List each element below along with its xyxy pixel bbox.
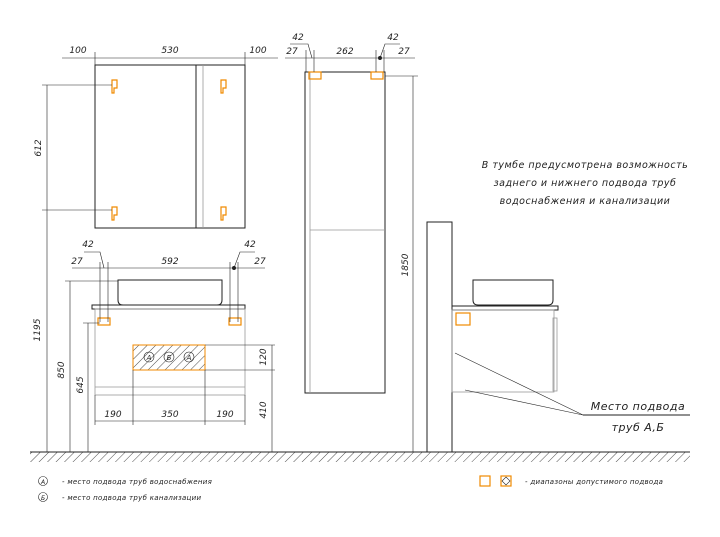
vanity-side-view: Место подвода труб А,Б xyxy=(426,221,690,453)
svg-text:Б: Б xyxy=(167,354,172,362)
svg-text:В тумбе предусмотрена возможно: В тумбе предусмотрена возможность xyxy=(482,160,688,171)
dim-mirror-left: 100 xyxy=(69,46,86,56)
dim-pipe-height: 645 xyxy=(76,376,86,393)
svg-text:А: А xyxy=(146,354,152,362)
legend: А - место подвода труб водоснабжения Б -… xyxy=(38,475,663,502)
vanity-front: А Б А 42 42 27 592 27 1195 850 645 120 4… xyxy=(33,210,275,452)
dim-vanity-height: 850 xyxy=(57,361,67,378)
callout-line-2: труб А,Б xyxy=(612,421,665,434)
callout-line-1: Место подвода xyxy=(591,400,686,413)
dim-vanity-right: 27 xyxy=(254,257,266,267)
dim-zone-height: 120 xyxy=(259,348,269,365)
svg-text:заднего и нижнего подвода труб: заднего и нижнего подвода труб xyxy=(494,178,677,189)
dim-zone-left: 190 xyxy=(104,410,121,420)
pipe-marker-a: А xyxy=(143,351,155,363)
dim-zone-width: 350 xyxy=(161,410,178,420)
pipe-marker-b: Б xyxy=(163,351,175,363)
dim-zone-right: 190 xyxy=(216,410,233,420)
dim-vanity-left: 27 xyxy=(71,257,83,267)
svg-text:А: А xyxy=(186,354,192,362)
mirror-cabinet: 100 530 100 612 xyxy=(34,46,278,229)
dim-tall-right: 27 xyxy=(398,47,410,57)
dim-vanity-width: 592 xyxy=(161,257,178,267)
dim-vanity-pipe-right: 42 xyxy=(244,240,256,250)
dim-tall-width: 262 xyxy=(336,47,353,57)
installation-note: В тумбе предусмотрена возможность заднег… xyxy=(482,160,688,207)
dim-tall-height: 1850 xyxy=(401,253,411,276)
dim-tall-pipe-left: 42 xyxy=(292,33,304,43)
dim-mirror-height: 612 xyxy=(34,139,44,156)
dim-total-height: 1195 xyxy=(33,318,43,341)
svg-text:водоснабжения и канализации: водоснабжения и канализации xyxy=(500,196,671,207)
floor xyxy=(30,451,690,462)
dim-tall-pipe-right: 42 xyxy=(387,33,399,43)
tall-cabinet: 42 42 27 262 27 1850 xyxy=(285,33,418,452)
dim-mirror-width: 530 xyxy=(161,46,178,56)
legend-a-text: - место подвода труб водоснабжения xyxy=(62,478,212,486)
dim-tall-left: 27 xyxy=(286,47,298,57)
legend-a-symbol: А xyxy=(40,479,45,486)
dim-vanity-pipe-left: 42 xyxy=(82,240,94,250)
dim-mirror-right: 100 xyxy=(249,46,266,56)
legend-range-text: - диапазоны допустимого подвода xyxy=(525,478,663,486)
pipe-marker-a: А xyxy=(183,351,195,363)
legend-b-symbol: Б xyxy=(41,495,45,502)
hinge-icon xyxy=(111,79,227,221)
legend-b-text: - место подвода труб канализации xyxy=(62,494,201,502)
dim-zone-floor: 410 xyxy=(259,401,269,418)
